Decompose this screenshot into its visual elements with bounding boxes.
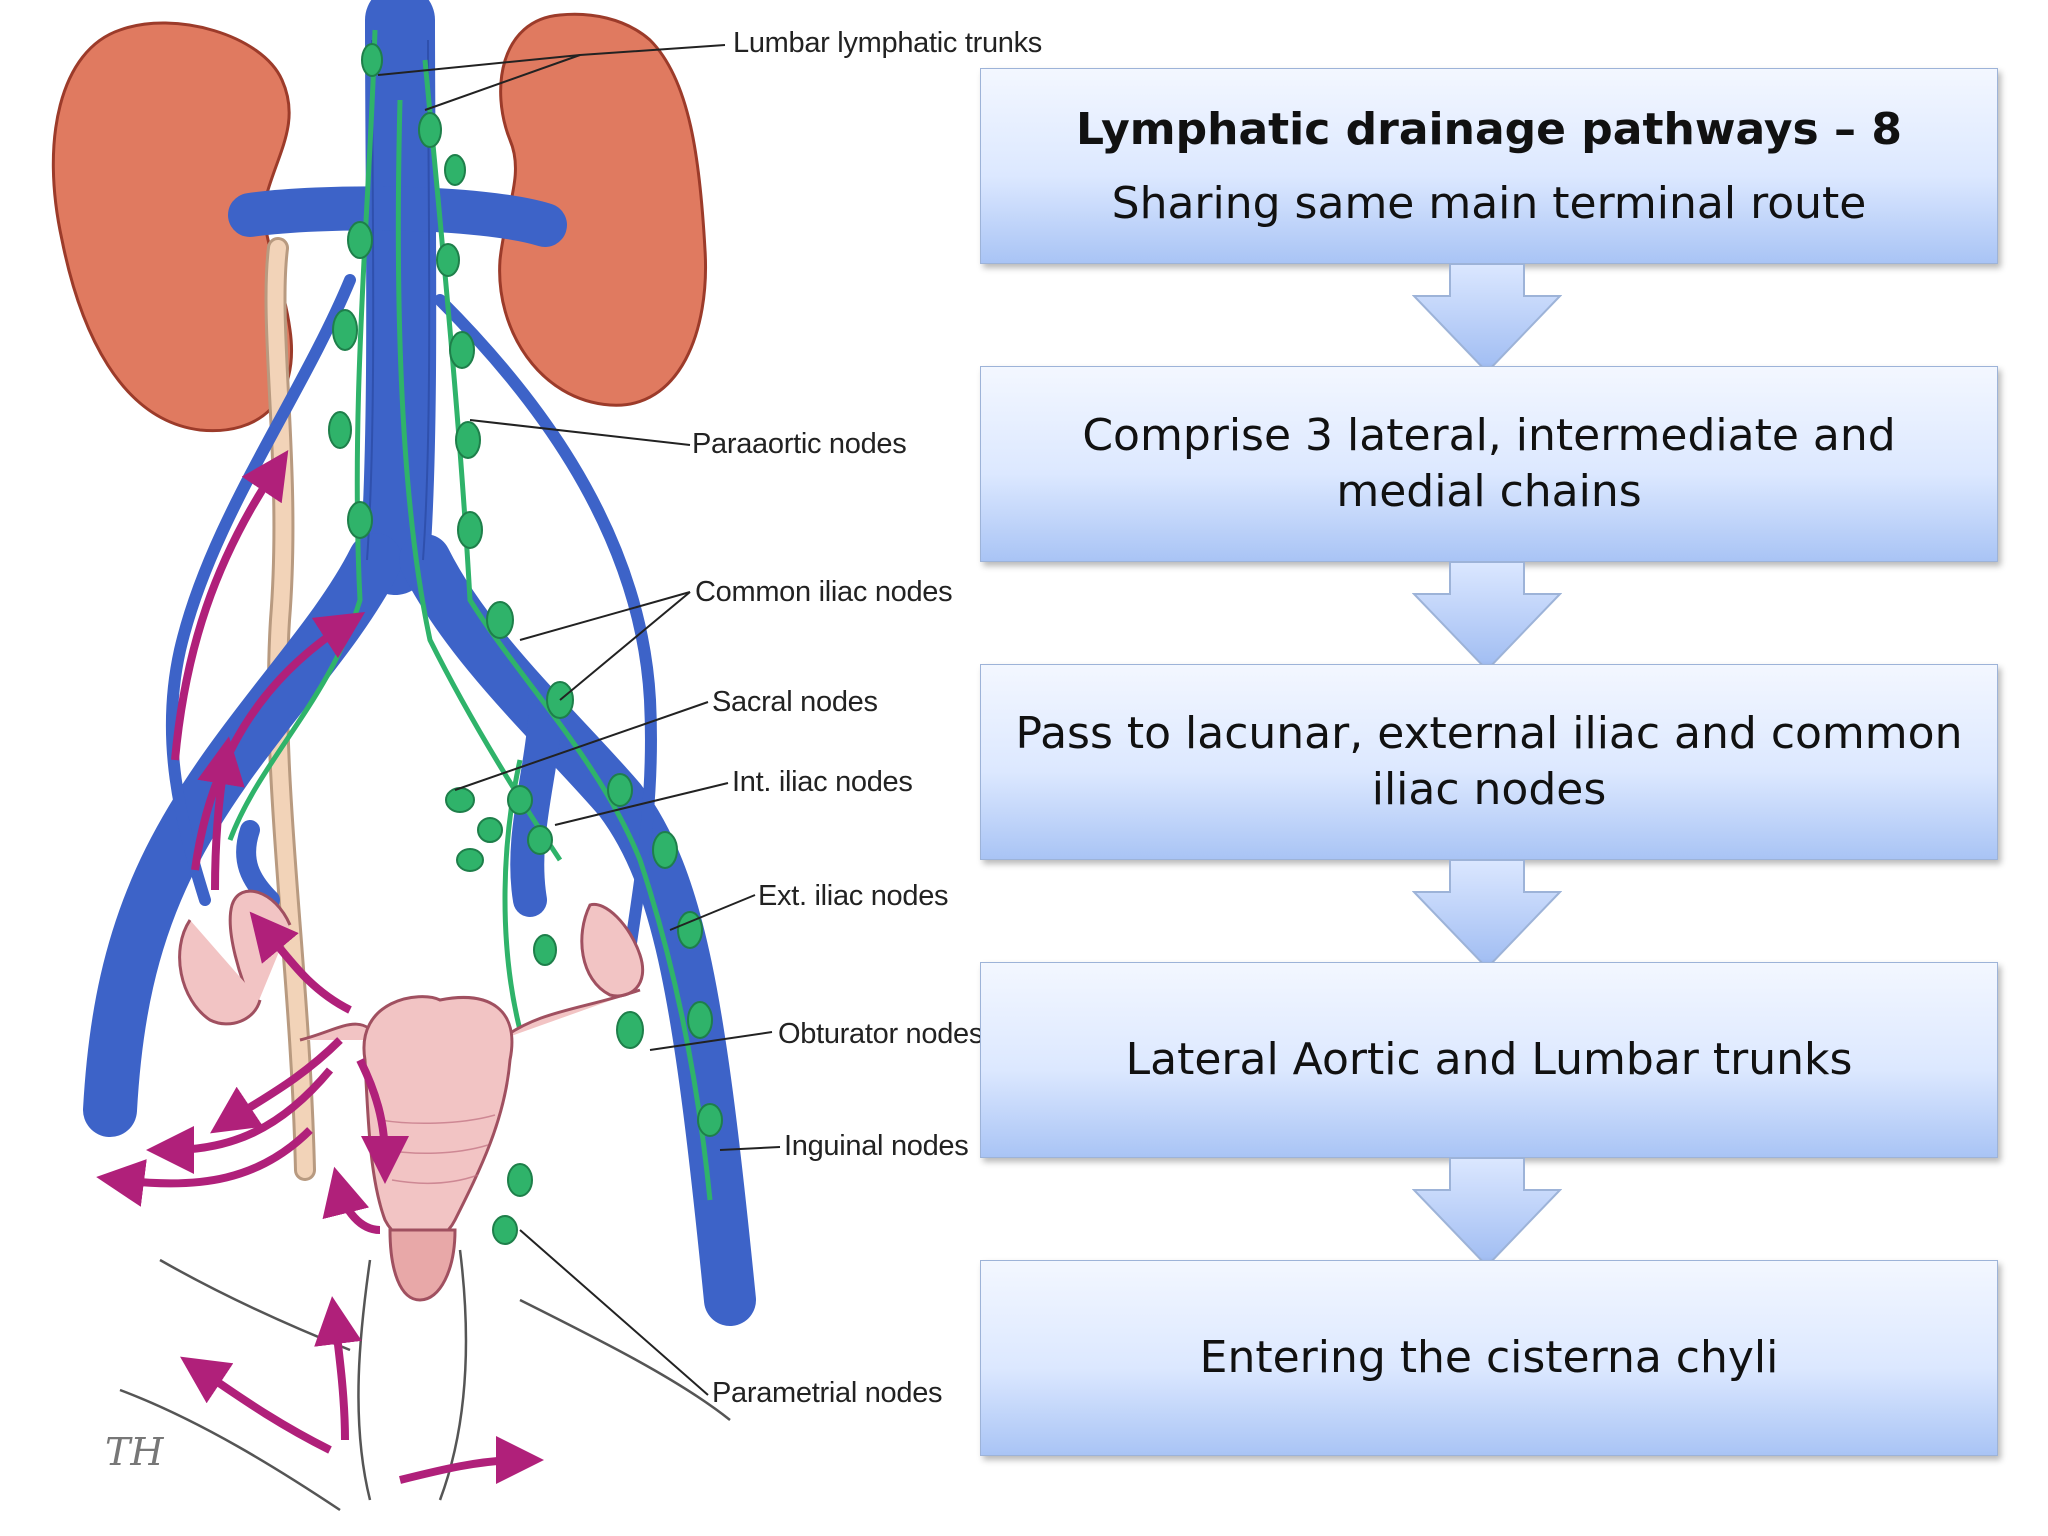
artist-signature: TH [105, 1430, 164, 1474]
left-kidney [51, 21, 293, 433]
flow-box-title: Lymphatic drainage pathways – 8 Sharing … [980, 68, 1998, 264]
label-obturator-nodes: Obturator nodes [778, 1018, 984, 1050]
flow-step-4: Entering the cisterna chyli [980, 1260, 1998, 1456]
drainage-arrows [96, 450, 544, 1485]
flow-step-1: Comprise 3 lateral, intermediate and med… [980, 366, 1998, 562]
label-sacral-nodes: Sacral nodes [712, 686, 878, 718]
lymphatic-anatomy-illustration: TH [51, 0, 781, 1512]
flow-title: Lymphatic drainage pathways – 8 [1076, 104, 1902, 155]
flow-arrow-down-icon [1412, 1158, 1562, 1268]
label-leader-lines [377, 44, 781, 1396]
right-kidney [498, 12, 708, 407]
label-paraaortic-nodes: Paraaortic nodes [692, 428, 907, 460]
label-int-iliac-nodes: Int. iliac nodes [732, 766, 913, 798]
label-ext-iliac-nodes: Ext. iliac nodes [758, 880, 949, 912]
label-lumbar-lymphatic-trunks: Lumbar lymphatic trunks [733, 27, 1042, 59]
flow-step-2-text: Pass to lacunar, external iliac and comm… [1015, 708, 1963, 815]
label-inguinal-nodes: Inguinal nodes [784, 1130, 969, 1162]
flow-step-2: Pass to lacunar, external iliac and comm… [980, 664, 1998, 860]
flow-subtitle: Sharing same main terminal route [1111, 178, 1867, 229]
flow-arrow-down-icon [1412, 264, 1562, 374]
flow-step-3-text: Lateral Aortic and Lumbar trunks [1125, 1034, 1853, 1085]
flow-step-3: Lateral Aortic and Lumbar trunks [980, 962, 1998, 1158]
vein-network [83, 0, 756, 1326]
lymph-nodes [328, 43, 723, 1245]
label-parametrial-nodes: Parametrial nodes [712, 1377, 943, 1409]
flow-step-4-text: Entering the cisterna chyli [1199, 1332, 1779, 1383]
flow-arrow-down-icon [1412, 562, 1562, 672]
flow-step-1-text: Comprise 3 lateral, intermediate and med… [1082, 410, 1896, 517]
label-common-iliac-nodes: Common iliac nodes [695, 576, 953, 608]
flow-arrow-down-icon [1412, 860, 1562, 970]
uterus-and-adnexa [178, 889, 645, 1302]
